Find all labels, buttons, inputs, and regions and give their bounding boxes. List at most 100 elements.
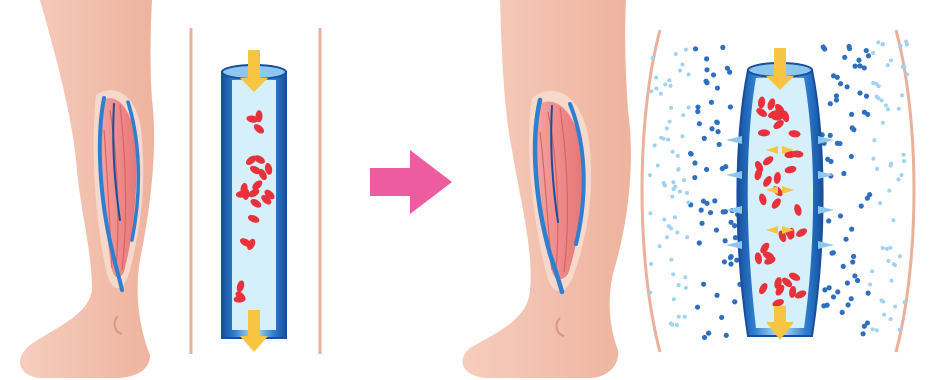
fluid-dot — [725, 66, 730, 71]
leak-arrow-left — [726, 136, 742, 144]
fluid-dot — [889, 317, 893, 321]
fluid-dot — [665, 235, 669, 239]
fluid-dot — [902, 159, 906, 163]
fluid-dot — [881, 42, 885, 46]
fluid-dot — [677, 283, 681, 287]
fluid-dot — [835, 289, 840, 294]
swollen-leg — [463, 0, 631, 378]
fluid-dot — [892, 262, 896, 266]
fluid-dot — [900, 173, 904, 177]
fluid-dot — [891, 218, 895, 222]
fluid-dot — [842, 55, 847, 60]
fluid-dot — [714, 293, 719, 298]
fluid-dot — [704, 167, 709, 172]
fluid-dot — [829, 251, 834, 256]
fluid-dot — [878, 201, 882, 205]
fluid-dot — [849, 296, 854, 301]
fluid-dot — [849, 112, 854, 117]
fluid-dot — [669, 258, 673, 262]
fluid-dot — [828, 101, 833, 106]
fluid-dot — [686, 201, 690, 205]
fluid-dot — [714, 227, 719, 232]
fluid-dot — [651, 56, 655, 60]
fluid-dot — [835, 75, 840, 80]
fluid-dot — [658, 244, 662, 248]
fluid-dot — [683, 315, 687, 319]
fluid-dot — [667, 78, 671, 82]
fluid-dot — [874, 82, 878, 86]
fluid-dot — [699, 208, 704, 213]
fluid-dot — [831, 294, 836, 299]
fluid-dot — [648, 211, 652, 215]
fluid-dot — [653, 144, 657, 148]
fluid-dot — [881, 300, 885, 304]
fluid-dot — [714, 119, 719, 124]
fluid-dot — [870, 269, 874, 273]
fluid-dot — [859, 203, 864, 208]
fluid-dot — [676, 154, 680, 158]
normal-vein — [222, 50, 286, 352]
fluid-dot — [872, 138, 876, 142]
fluid-dot — [656, 164, 660, 168]
fluid-dot — [703, 79, 708, 84]
fluid-dot — [722, 259, 727, 264]
fluid-dot — [881, 121, 885, 125]
fluid-dot — [717, 142, 722, 147]
fluid-dot — [880, 98, 884, 102]
fluid-dot — [822, 287, 827, 292]
fluid-dot — [838, 81, 843, 86]
fluid-dot — [668, 120, 672, 124]
fluid-dot — [899, 44, 903, 48]
fluid-dot — [693, 46, 698, 51]
fluid-dot — [881, 246, 885, 250]
fluid-dot — [850, 259, 855, 264]
fluid-dot — [702, 136, 707, 141]
fluid-dot — [671, 150, 675, 154]
fluid-dot — [654, 75, 658, 79]
leak-arrow-left — [726, 206, 742, 214]
fluid-dot — [889, 164, 893, 168]
fluid-dot — [670, 195, 674, 199]
fluid-dot — [699, 221, 704, 226]
fluid-dot — [671, 272, 675, 276]
fluid-dot — [875, 328, 879, 332]
fluid-dot — [695, 109, 700, 114]
fluid-dot — [680, 134, 684, 138]
fluid-dot — [867, 192, 872, 197]
fluid-dot — [662, 137, 666, 141]
fluid-dot — [826, 218, 831, 223]
leak-arrow-right — [818, 241, 834, 249]
arrow-right-icon — [370, 150, 452, 214]
fluid-dot — [681, 113, 685, 117]
fluid-dot — [709, 100, 714, 105]
fluid-dot — [871, 51, 875, 55]
fluid-dot — [897, 107, 901, 111]
fluid-dot — [666, 138, 670, 142]
fluid-dot — [648, 290, 652, 294]
fluid-dot — [680, 63, 684, 67]
fluid-dot — [685, 235, 689, 239]
fluid-dot — [905, 72, 909, 76]
fluid-dot — [677, 315, 681, 319]
fluid-dot — [684, 48, 688, 52]
fluid-dot — [866, 291, 871, 296]
fluid-dot — [841, 171, 846, 176]
fluid-dot — [715, 85, 720, 90]
fluid-dot — [905, 43, 909, 47]
fluid-dot — [884, 103, 888, 107]
fluid-dot — [728, 261, 733, 266]
fluid-dot — [902, 65, 906, 69]
fluid-dot — [695, 104, 700, 109]
fluid-dot — [902, 153, 906, 157]
fluid-dot — [672, 297, 676, 301]
fluid-dot — [864, 48, 869, 53]
fluid-dot — [862, 324, 867, 329]
leak-arrow-right — [818, 206, 834, 214]
fluid-dot — [649, 262, 653, 266]
fluid-dot — [692, 175, 697, 180]
fluid-dot — [871, 327, 875, 331]
fluid-dot — [723, 238, 728, 243]
fluid-dot — [875, 167, 879, 171]
fluid-dot — [898, 328, 902, 332]
